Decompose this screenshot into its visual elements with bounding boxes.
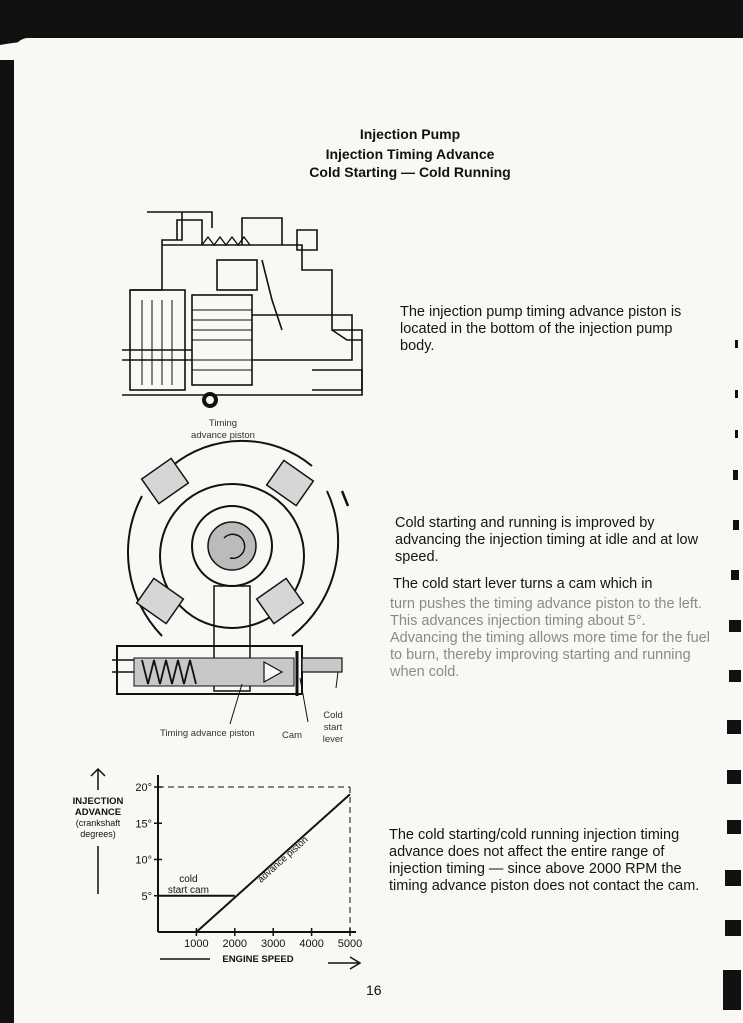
series-label-start-cam: start cam	[168, 885, 209, 896]
right-arrow-icon	[328, 956, 362, 970]
y-axis-title-3: (crankshaft	[75, 818, 121, 828]
y-tick-label: 5°	[141, 891, 152, 903]
x-tick-label: 1000	[184, 938, 208, 950]
series-label-cold: cold	[179, 874, 197, 885]
paragraph-location: The injection pump timing advance piston…	[400, 304, 682, 354]
paragraph-cam-lever-first-line: The cold start lever turns a cam which i…	[393, 576, 653, 592]
label-timing-advance-piston: Timing advance piston	[160, 728, 255, 739]
x-tick-label: 5000	[338, 938, 362, 950]
y-axis-title-1: INJECTION	[72, 796, 124, 807]
y-tick-label: 10°	[135, 855, 152, 867]
series-advance-piston	[195, 793, 351, 933]
paragraph-range: The cold starting/cold running injection…	[389, 827, 700, 894]
y-axis-title: INJECTION ADVANCE (crankshaft degrees)	[62, 766, 134, 894]
paragraph-cam-lever-faded: turn pushes the timing advance piston to…	[390, 596, 710, 680]
x-axis-title: ENGINE SPEED	[222, 954, 293, 965]
series-label-advance-piston: advance piston	[256, 834, 311, 885]
x-tick-label: 2000	[223, 938, 247, 950]
pump-label-2: advance piston	[191, 430, 255, 441]
paragraph-cam-lever: The cold start lever turns a cam which i…	[393, 576, 713, 593]
page-number: 16	[366, 982, 382, 998]
injection-advance-chart: 5° 10° 15° 20° 1000 2000 3000 4000 5000 coldstart…	[135, 775, 362, 970]
y-tick-label: 15°	[135, 818, 152, 830]
cam-ring-diagram	[112, 439, 350, 725]
title-line-3: Cold Starting — Cold Running	[309, 164, 511, 180]
title-line-1: Injection Pump	[359, 126, 461, 142]
up-arrow-icon	[90, 767, 106, 790]
x-tick-label: 4000	[299, 938, 323, 950]
injection-pump-cross-section	[122, 211, 363, 408]
paragraph-cold-starting: Cold starting and running is improved by…	[395, 515, 699, 565]
y-axis-title-2: ADVANCE	[74, 807, 122, 818]
y-axis-title-4: degrees)	[80, 829, 116, 839]
label-cam: Cam	[282, 730, 303, 741]
label-lever-2: start	[323, 722, 343, 733]
label-lever-3: lever	[322, 734, 344, 745]
paper-sheet	[14, 38, 743, 1023]
spiral-binding-marks	[723, 340, 741, 1010]
pump-label-1: Timing	[208, 418, 238, 429]
y-axis-tail-line	[97, 846, 99, 894]
label-lever-1: Cold	[323, 710, 343, 721]
y-tick-label: 20°	[135, 782, 152, 794]
x-tick-label: 3000	[261, 938, 285, 950]
title-line-2: Injection Timing Advance	[325, 146, 495, 162]
